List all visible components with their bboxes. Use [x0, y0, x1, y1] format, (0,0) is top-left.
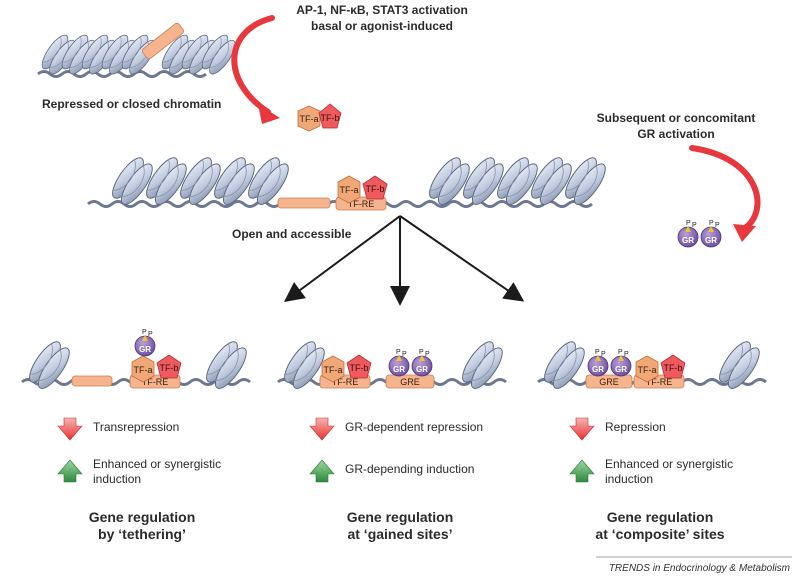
gr-dimer-free: GR GR P P P P [677, 220, 722, 248]
tf-a-free [297, 105, 321, 132]
activation-line2: basal or agonist-induced [311, 19, 453, 33]
svg-text:TF-b: TF-b [321, 113, 340, 123]
svg-text:TF-a: TF-a [300, 114, 319, 124]
panel-gained-sites: TF-RE TF-a TF-b GRE GR GR P P P P GR-dep… [277, 338, 507, 542]
svg-text:GR: GR [416, 365, 428, 374]
panel2-down-label: GR-dependent repression [345, 420, 483, 434]
panel1-up-label1: Enhanced or synergistic [93, 457, 221, 471]
svg-text:TF-a: TF-a [324, 365, 343, 375]
panel-tethering: TF-RE TF-a TF-b GR P P Transrepression E… [21, 329, 251, 542]
svg-text:P: P [396, 349, 401, 356]
panel3-down-label: Repression [605, 420, 666, 434]
svg-text:GRE: GRE [400, 377, 420, 387]
panel1-title1: Gene regulation [89, 509, 196, 525]
repressed-chromatin-label: Repressed or closed chromatin [42, 97, 221, 111]
panel1-down-label: Transrepression [93, 420, 179, 434]
panel3-title1: Gene regulation [607, 509, 714, 525]
activation-arrow [231, 15, 280, 124]
activation-line1: AP-1, NF-κB, STAT3 activation [296, 3, 468, 17]
panel2-up-label1: GR-depending induction [345, 462, 474, 476]
up-arrow-icon [569, 459, 595, 483]
svg-text:P: P [686, 220, 691, 227]
open-chromatin: TF-RE TF-a TF-b Open and accessible [87, 154, 610, 241]
svg-text:TF-a: TF-a [638, 365, 657, 375]
svg-text:P: P [601, 351, 606, 358]
svg-text:P: P [419, 349, 424, 356]
svg-text:TF-a: TF-a [134, 365, 153, 375]
panel3-title2: at ‘composite’ sites [595, 526, 724, 542]
svg-text:GR: GR [139, 345, 151, 354]
panel-composite-sites: GRE TF-RE GR GR P P P P TF-a TF-b Repres… [537, 338, 767, 542]
down-arrow-icon [569, 417, 595, 441]
svg-text:P: P [618, 349, 623, 356]
svg-text:P: P [425, 351, 430, 358]
activation-label: AP-1, NF-κB, STAT3 activation basal or a… [296, 3, 468, 33]
up-arrow-icon [57, 459, 83, 483]
svg-text:GR: GR [682, 236, 694, 245]
closed-chromatin: Repressed or closed chromatin [37, 22, 240, 111]
svg-text:P: P [142, 329, 147, 336]
svg-text:P: P [595, 349, 600, 356]
svg-text:TF-RE: TF-RE [142, 377, 169, 387]
svg-text:P: P [709, 220, 714, 227]
svg-text:TF-b: TF-b [664, 363, 683, 373]
panel2-title2: at ‘gained sites’ [347, 526, 452, 542]
svg-text:TF-RE: TF-RE [646, 377, 673, 387]
svg-text:TF-b: TF-b [350, 363, 369, 373]
panel3-up-label1: Enhanced or synergistic [605, 457, 733, 471]
svg-text:GR: GR [393, 365, 405, 374]
gr-activation: Subsequent or concomitant GR activation … [597, 111, 761, 248]
svg-text:TF-RE: TF-RE [332, 377, 359, 387]
branch-arrows [283, 215, 525, 306]
svg-text:GR: GR [592, 365, 604, 374]
svg-text:P: P [148, 331, 153, 338]
panel1-up-label2: induction [93, 472, 141, 486]
gr-activation-line1: Subsequent or concomitant [597, 111, 756, 125]
down-arrow-icon [309, 417, 335, 441]
svg-text:P: P [624, 351, 629, 358]
free-transcription-factors: TF-a TF-b [297, 103, 342, 132]
tf-b-free [318, 103, 342, 129]
up-arrow-icon [309, 459, 335, 483]
svg-text:GRE: GRE [599, 377, 619, 387]
svg-text:TF-RE: TF-RE [348, 199, 375, 209]
svg-text:P: P [402, 351, 407, 358]
tf-a-bound [337, 175, 361, 204]
gr-activation-line2: GR activation [637, 127, 714, 141]
svg-text:TF-b: TF-b [366, 184, 385, 194]
svg-text:TF-a: TF-a [340, 185, 359, 195]
svg-text:GR: GR [705, 236, 717, 245]
panel3-up-label2: induction [605, 472, 653, 486]
svg-text:P: P [692, 222, 697, 229]
source-caption: TRENDS in Endocrinology & Metabolism [609, 563, 790, 574]
down-arrow-icon [57, 417, 83, 441]
svg-text:P: P [715, 222, 720, 229]
panel2-title1: Gene regulation [347, 509, 454, 525]
open-chromatin-label: Open and accessible [232, 227, 352, 241]
tf-b-bound [362, 175, 388, 200]
svg-text:GR: GR [615, 365, 627, 374]
svg-text:TF-b: TF-b [160, 363, 179, 373]
panel1-title2: by ‘tethering’ [98, 526, 186, 542]
